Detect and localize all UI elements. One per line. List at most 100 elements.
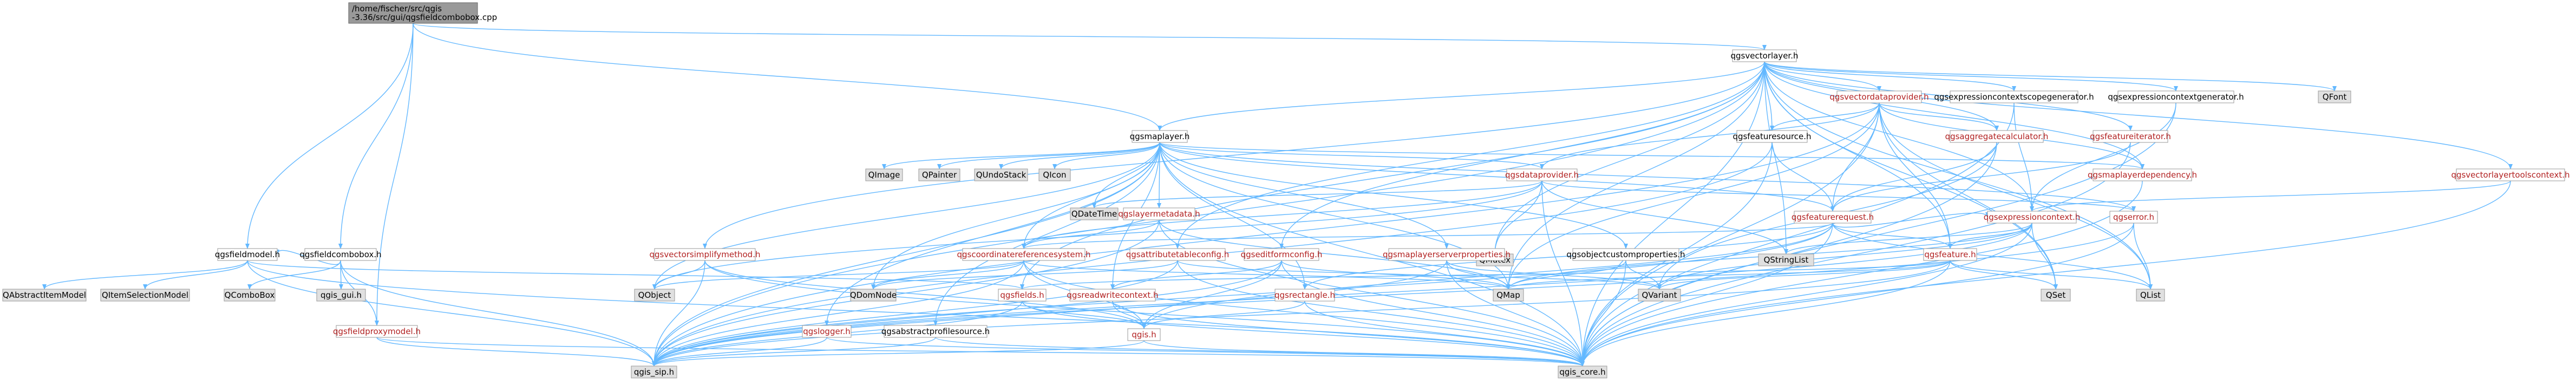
node-root[interactable]: /home/fischer/src/qgis-3.36/src/gui/qgsf…: [348, 2, 497, 24]
edge-qgsattributetableconfig-to-QVariant: [1177, 260, 1662, 290]
edge-qgsmaplayerdependency-to-qgis_core: [1580, 180, 2143, 367]
node-qgsaggregatecalculator[interactable]: qgsaggregatecalculator.h: [1945, 130, 2049, 143]
edges: [42, 23, 2513, 367]
node-QFont: QFont: [2318, 90, 2351, 103]
edge-qgsfeature-to-qgis_core: [1580, 260, 1951, 367]
node-qgsrectangle[interactable]: qgsrectangle.h: [1274, 289, 1335, 302]
node-qgsmaplayerserverproperties[interactable]: qgsmaplayerserverproperties.h: [1383, 248, 1511, 261]
node-label: qgsreadwritecontext.h: [1067, 290, 1158, 300]
edge-qgseditformconfig-to-qgis_core: [1281, 260, 1585, 367]
edge-qgis-to-qgis_sip: [652, 340, 1145, 367]
edge-qgslogger-to-qgis_sip: [652, 337, 827, 367]
node-label: qgsfeatureiterator.h: [2090, 132, 2171, 141]
node-label: qgsmaplayerserverproperties.h: [1383, 250, 1511, 259]
node-label: qgsfeaturesource.h: [1732, 132, 1811, 141]
edge-qgsfields-to-qgis: [1022, 301, 1146, 329]
edge-qgsmaplayer-to-QIcon: [1052, 142, 1160, 169]
node-qgslogger[interactable]: qgslogger.h: [802, 325, 852, 338]
node-label: -3.36/src/gui/qgsfieldcombobox.cpp: [352, 12, 497, 22]
edge-qgsvectordataprovider-to-QMap: [1506, 102, 1880, 290]
edge-qgsmaplayer-to-QUndoStack: [999, 142, 1160, 169]
node-box: [998, 289, 1047, 302]
node-qgsexprgen: qgsexpressioncontextgenerator.h: [2108, 90, 2244, 103]
edge-qgsmaplayer-to-qgsmaplayerdependency: [1159, 142, 2145, 169]
node-QItemSelectionModel: QItemSelectionModel: [100, 289, 190, 302]
node-qgsdataprovider[interactable]: qgsdataprovider.h: [1505, 168, 1579, 181]
node-box: [2136, 289, 2165, 302]
node-qgsvectorlayertoolscontext[interactable]: qgsvectorlayertoolscontext.h: [2451, 168, 2570, 181]
node-qgslayermetadata[interactable]: qgslayermetadata.h: [1118, 207, 1200, 220]
node-qgsfeatureiterator[interactable]: qgsfeatureiterator.h: [2090, 130, 2171, 143]
node-qgis[interactable]: qgis.h: [1127, 328, 1161, 341]
node-qgsattributetableconfig[interactable]: qgsattributetableconfig.h: [1126, 248, 1229, 261]
edge-qgsvectordataprovider-to-qgsaggregatecalculator: [1879, 102, 1999, 131]
node-qgis_gui: qgis_gui.h: [316, 289, 366, 302]
node-label: qgsvectordataprovider.h: [1829, 92, 1928, 102]
node-label: qgseditformconfig.h: [1241, 250, 1323, 259]
node-qgseditformconfig[interactable]: qgseditformconfig.h: [1241, 248, 1323, 261]
edge-qgsvectorlayertoolscontext-to-qgis_core: [1580, 180, 2511, 367]
edge-qgsvectordataprovider-to-QSet: [1879, 102, 2058, 290]
edge-qgsfeature-to-QVariant: [1657, 260, 1951, 290]
node-label: qgsfields.h: [1000, 290, 1044, 300]
node-qgscoordinatereferencesystem[interactable]: qgscoordinatereferencesystem.h: [957, 248, 1091, 261]
edge-qgsdataprovider-to-QDateTime: [1092, 180, 1542, 208]
node-box: [1274, 289, 1335, 302]
node-label: qgsmaplayerdependency.h: [2088, 170, 2197, 180]
edge-qgsfieldproxymodel-to-qgis_sip: [376, 337, 656, 367]
edge-qgsfeature-to-QMap: [1506, 260, 1951, 290]
node-qgsabstractprofilesource: qgsabstractprofilesource.h: [881, 325, 990, 338]
node-label: qgslogger.h: [803, 327, 851, 336]
node-qgsfieldproxymodel[interactable]: qgsfieldproxymodel.h: [333, 325, 421, 338]
node-box: [1732, 49, 1797, 62]
node-qgsfeaturerequest[interactable]: qgsfeaturerequest.h: [1792, 211, 1874, 224]
node-label: qgsdataprovider.h: [1505, 170, 1579, 180]
edge-qgsmaplayer-to-QImage: [882, 142, 1160, 169]
node-label: qgsexpressioncontextgenerator.h: [2108, 92, 2244, 102]
node-box: [1950, 130, 2044, 143]
node-qgsfields[interactable]: qgsfields.h: [998, 289, 1047, 302]
edge-root-to-qgsmaplayer: [413, 23, 1162, 131]
node-label: QList: [2140, 290, 2161, 300]
node-label: QFont: [2323, 92, 2347, 102]
node-label: qgsfieldcombobox.h: [299, 250, 381, 259]
edge-qgslayermetadata-to-qgscoordinatereferencesystem: [1022, 219, 1160, 249]
node-QStringList: QStringList: [1758, 253, 1814, 266]
node-qgsvectorlayer: qgsvectorlayer.h: [1731, 49, 1798, 62]
edge-qgsexpressioncontext-to-QVariant: [1657, 223, 2032, 290]
node-QIcon: QIcon: [1038, 168, 1071, 181]
edge-qgsfeature-to-qgis_sip: [652, 260, 1951, 367]
node-qgsmaplayerdependency[interactable]: qgsmaplayerdependency.h: [2088, 168, 2197, 181]
edge-qgserror-to-QList: [2133, 223, 2153, 290]
node-label: QUndoStack: [976, 170, 1027, 180]
edge-qgsfeaturerequest-to-qgscoordinatereferencesystem: [1022, 223, 1833, 249]
node-box: [1794, 211, 1872, 224]
edge-qgsvectorlayer-to-qgis_core: [1580, 61, 1765, 367]
edge-qgseditformconfig-to-qgsreadwritecontext: [1110, 260, 1282, 290]
edge-qgsvectorlayer-to-qgsexprscopegen: [1764, 61, 2016, 92]
node-qgsfeature[interactable]: qgsfeature.h: [1923, 248, 1977, 261]
node-qgsreadwritecontext[interactable]: qgsreadwritecontext.h: [1067, 289, 1159, 302]
node-label: qgsabstractprofilesource.h: [881, 327, 990, 336]
node-label: qgsmaplayer.h: [1130, 132, 1190, 141]
node-QUndoStack: QUndoStack: [974, 168, 1028, 181]
node-QObject: QObject: [634, 289, 675, 302]
node-qgsfieldcombobox: qgsfieldcombobox.h: [299, 248, 382, 261]
node-QVariant: QVariant: [1638, 289, 1681, 302]
node-box: [1388, 248, 1505, 261]
node-box: [654, 248, 756, 261]
node-box: [304, 248, 377, 261]
node-qgsvectorsimplifymethod[interactable]: qgsvectorsimplifymethod.h: [650, 248, 761, 261]
node-box: [918, 168, 960, 181]
edge-qgsmaplayer-to-qgserror: [1159, 142, 2136, 212]
edge-qgsvectorlayer-to-qgsvectorsimplifymethod: [703, 61, 1765, 249]
node-qgsexpressioncontext[interactable]: qgsexpressioncontext.h: [1984, 211, 2081, 224]
edge-qgis-to-qgis_core: [1143, 340, 1585, 367]
node-label: qgserror.h: [2113, 212, 2154, 222]
node-box: [1493, 289, 1524, 302]
edge-qgsdataprovider-to-QMutex: [1493, 180, 1542, 255]
node-qgsfeaturesource: qgsfeaturesource.h: [1732, 130, 1812, 143]
node-qgserror[interactable]: qgserror.h: [2109, 211, 2158, 224]
node-qgsvectordataprovider[interactable]: qgsvectordataprovider.h: [1829, 90, 1929, 103]
